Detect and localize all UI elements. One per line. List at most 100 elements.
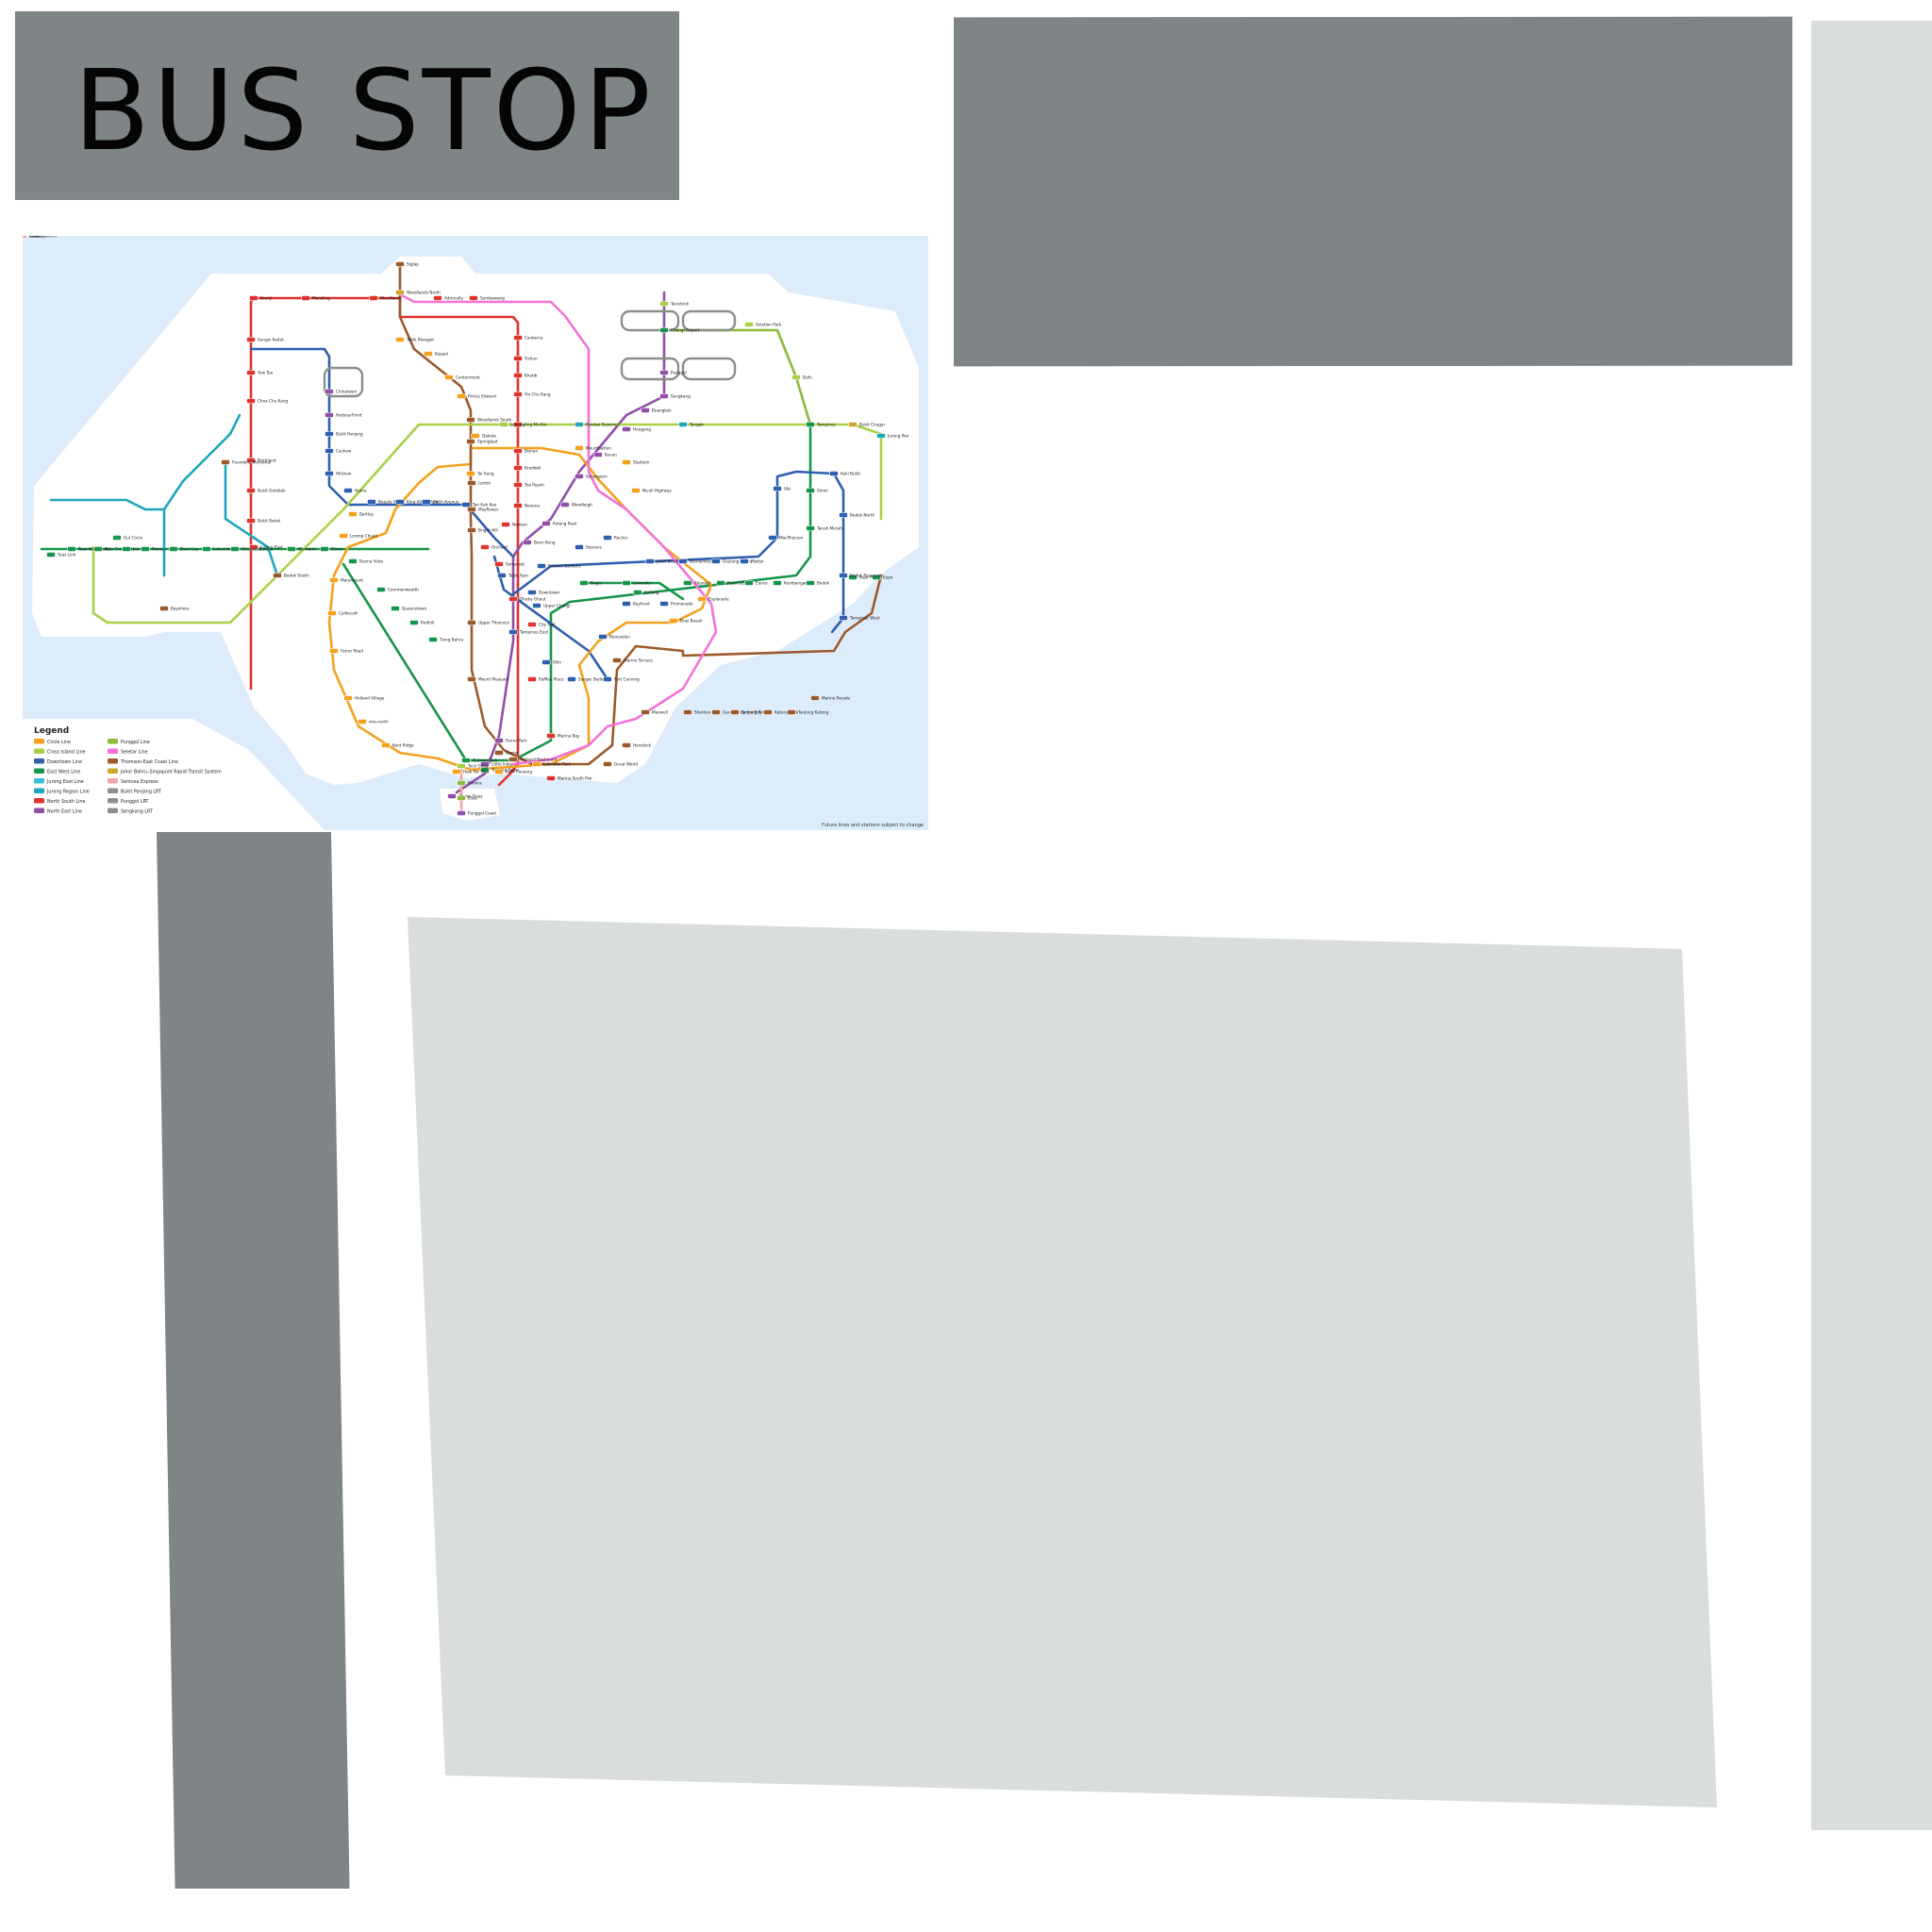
station-marker[interactable] xyxy=(497,573,507,578)
station-marker[interactable] xyxy=(467,480,476,486)
station-marker[interactable] xyxy=(246,518,256,524)
station-marker[interactable] xyxy=(730,709,740,715)
station-marker[interactable] xyxy=(622,601,631,607)
station-marker[interactable] xyxy=(467,527,476,533)
station-marker[interactable] xyxy=(457,763,466,769)
station-marker[interactable] xyxy=(348,558,358,564)
station-marker[interactable] xyxy=(422,499,431,505)
station-marker[interactable] xyxy=(773,486,782,491)
station-marker[interactable] xyxy=(494,561,504,567)
station-marker[interactable] xyxy=(567,676,576,682)
station-marker[interactable] xyxy=(513,482,523,488)
station-marker[interactable] xyxy=(773,580,782,586)
station-marker[interactable] xyxy=(444,375,454,380)
station-marker[interactable] xyxy=(457,393,466,399)
station-marker[interactable] xyxy=(466,417,475,423)
station-marker[interactable] xyxy=(329,577,339,583)
station-marker[interactable] xyxy=(593,452,603,458)
station-marker[interactable] xyxy=(768,535,777,541)
station-marker[interactable] xyxy=(246,337,256,342)
station-marker[interactable] xyxy=(513,422,523,427)
station-marker[interactable] xyxy=(683,709,692,715)
station-marker[interactable] xyxy=(325,412,334,418)
station-marker[interactable] xyxy=(447,793,457,799)
station-marker[interactable] xyxy=(112,535,122,541)
station-marker[interactable] xyxy=(249,544,258,550)
station-marker[interactable] xyxy=(527,676,537,682)
station-marker[interactable] xyxy=(246,488,256,493)
station-marker[interactable] xyxy=(169,546,178,552)
station-marker[interactable] xyxy=(467,507,476,512)
station-marker[interactable] xyxy=(872,575,881,580)
station-marker[interactable] xyxy=(513,465,523,471)
station-marker[interactable] xyxy=(301,295,310,301)
station-marker[interactable] xyxy=(641,408,650,413)
station-marker[interactable] xyxy=(159,606,169,611)
station-marker[interactable] xyxy=(810,695,820,701)
station-marker[interactable] xyxy=(575,445,584,451)
station-marker[interactable] xyxy=(246,370,256,375)
station-marker[interactable] xyxy=(461,502,471,508)
station-marker[interactable] xyxy=(122,546,131,552)
station-marker[interactable] xyxy=(876,433,886,439)
station-marker[interactable] xyxy=(575,544,584,550)
station-marker[interactable] xyxy=(457,795,466,801)
station-marker[interactable] xyxy=(633,590,642,595)
station-marker[interactable] xyxy=(603,676,612,682)
station-marker[interactable] xyxy=(513,391,523,397)
station-marker[interactable] xyxy=(645,558,655,564)
station-marker[interactable] xyxy=(457,780,466,786)
station-marker[interactable] xyxy=(848,422,858,427)
station-marker[interactable] xyxy=(369,295,378,301)
station-marker[interactable] xyxy=(46,552,56,558)
station-marker[interactable] xyxy=(541,521,551,526)
station-marker[interactable] xyxy=(23,236,27,239)
station-marker[interactable] xyxy=(409,620,419,625)
station-marker[interactable] xyxy=(325,471,334,476)
station-marker[interactable] xyxy=(327,610,337,616)
station-marker[interactable] xyxy=(320,546,329,552)
station-marker[interactable] xyxy=(469,295,478,301)
station-marker[interactable] xyxy=(343,488,353,493)
station-marker[interactable] xyxy=(508,629,518,635)
station-marker[interactable] xyxy=(839,573,848,578)
station-marker[interactable] xyxy=(367,499,376,505)
station-marker[interactable] xyxy=(466,439,475,444)
station-marker[interactable] xyxy=(622,580,631,586)
station-marker[interactable] xyxy=(711,709,721,715)
station-marker[interactable] xyxy=(494,738,504,743)
station-marker[interactable] xyxy=(325,431,334,437)
station-marker[interactable] xyxy=(612,658,622,663)
station-marker[interactable] xyxy=(546,733,556,739)
station-marker[interactable] xyxy=(527,590,537,595)
station-marker[interactable] xyxy=(575,422,584,427)
station-marker[interactable] xyxy=(467,620,476,625)
station-marker[interactable] xyxy=(494,750,504,756)
station-marker[interactable] xyxy=(659,301,669,307)
station-marker[interactable] xyxy=(848,575,858,580)
station-marker[interactable] xyxy=(428,637,438,642)
station-marker[interactable] xyxy=(395,499,405,505)
station-marker[interactable] xyxy=(622,459,631,465)
station-marker[interactable] xyxy=(287,546,296,552)
station-marker[interactable] xyxy=(466,471,475,476)
station-marker[interactable] xyxy=(523,540,532,545)
station-marker[interactable] xyxy=(659,370,669,375)
station-marker[interactable] xyxy=(806,422,815,427)
station-marker[interactable] xyxy=(395,290,405,295)
station-marker[interactable] xyxy=(358,719,367,724)
station-marker[interactable] xyxy=(603,535,612,541)
station-marker[interactable] xyxy=(622,426,631,432)
station-marker[interactable] xyxy=(683,580,692,586)
station-marker[interactable] xyxy=(452,769,461,774)
station-marker[interactable] xyxy=(249,295,258,301)
station-marker[interactable] xyxy=(806,525,815,531)
station-marker[interactable] xyxy=(246,398,256,404)
station-marker[interactable] xyxy=(457,810,466,816)
station-marker[interactable] xyxy=(513,448,523,454)
station-marker[interactable] xyxy=(343,695,353,701)
station-marker[interactable] xyxy=(339,533,348,539)
station-marker[interactable] xyxy=(348,511,358,517)
station-marker[interactable] xyxy=(560,502,570,508)
station-marker[interactable] xyxy=(806,488,815,493)
